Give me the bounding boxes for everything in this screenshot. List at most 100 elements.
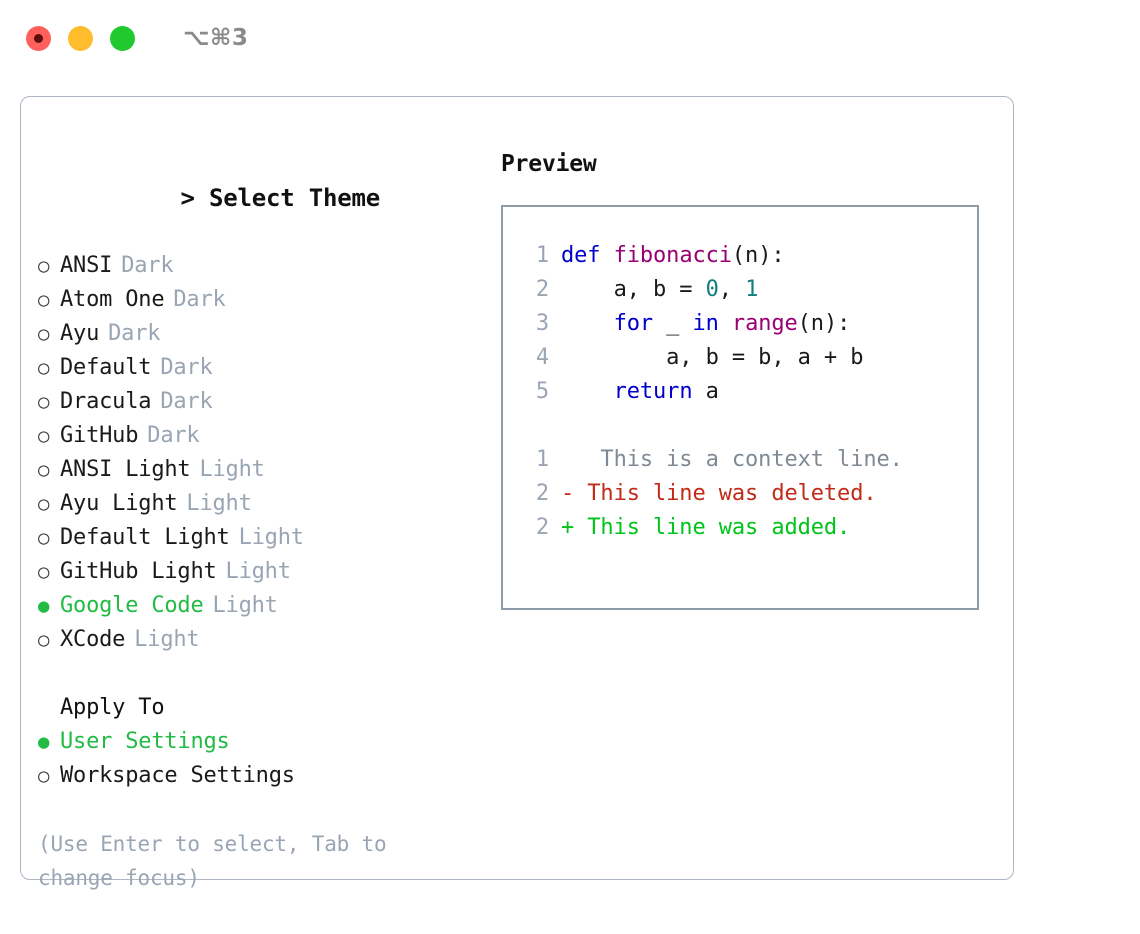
radio-unselected-icon: ○ [38, 765, 50, 787]
theme-option-label: GitHub [60, 423, 139, 448]
code-line: 4 a, b = b, a + b [515, 341, 977, 375]
theme-option-label: Default Light [60, 525, 230, 550]
radio-unselected-icon: ○ [38, 527, 50, 549]
radio-selected-icon: ● [38, 731, 50, 753]
theme-variant-badge: Dark [147, 423, 200, 448]
apply-to-list: ● User Settings ○ Workspace Settings [38, 725, 478, 793]
apply-option-user-settings[interactable]: ● User Settings [38, 725, 478, 759]
code-line-content: for _ in range(n): [561, 307, 851, 341]
theme-option-label: Dracula [60, 389, 152, 414]
radio-unselected-icon: ○ [38, 493, 50, 515]
theme-variant-badge: Light [134, 627, 200, 652]
theme-variant-badge: Light [186, 491, 252, 516]
theme-variant-badge: Light [238, 525, 304, 550]
diff-line-content-add: + This line was added. [561, 515, 851, 540]
theme-option-ayu-light[interactable]: ○ Ayu Light Light [38, 487, 478, 521]
theme-variant-badge: Dark [160, 389, 213, 414]
code-token-pl [600, 243, 613, 268]
code-line: 2 a, b = 0, 1 [515, 273, 977, 307]
radio-unselected-icon: ○ [38, 289, 50, 311]
code-token-kw: def [561, 243, 601, 268]
keyboard-hint-text: (Use Enter to select, Tab to change focu… [38, 832, 387, 890]
window-controls [26, 25, 135, 51]
radio-unselected-icon: ○ [38, 629, 50, 651]
radio-unselected-icon: ○ [38, 357, 50, 379]
diff-sample: 1 This is a context line. 2 - This line wa… [515, 443, 977, 545]
select-theme-heading: > Select Theme [38, 147, 478, 249]
close-button-icon[interactable] [26, 25, 51, 51]
code-line-content: def fibonacci(n): [561, 239, 785, 273]
diff-line-number: 2 [535, 481, 549, 506]
theme-option-github[interactable]: ○ GitHub Dark [38, 419, 478, 453]
code-token-pl: , [718, 277, 746, 302]
diff-line-number: 2 [535, 515, 549, 540]
code-token-pl: a, b = [561, 277, 706, 302]
theme-option-ansi[interactable]: ○ ANSI Dark [38, 249, 478, 283]
code-line-content: a, b = b, a + b [561, 341, 863, 375]
radio-unselected-icon: ○ [38, 323, 50, 345]
theme-variant-badge: Light [225, 559, 291, 584]
diff-line: 1 This is a context line. [515, 443, 977, 477]
keyboard-shortcut-label: ⌥⌘3 [183, 25, 249, 51]
apply-option-label: Workspace Settings [60, 763, 295, 788]
code-line-number: 4 [535, 345, 549, 370]
code-token-fn: range [731, 311, 798, 336]
theme-variant-badge: Dark [108, 321, 161, 346]
code-line-number: 2 [535, 277, 549, 302]
minimize-button-icon[interactable] [68, 25, 93, 51]
code-line-content: return a [561, 375, 719, 409]
diff-line-content-del: - This line was deleted. [561, 481, 877, 506]
window-titlebar: ⌥⌘3 [0, 0, 1140, 76]
radio-unselected-icon: ○ [38, 391, 50, 413]
code-token-kw: return [613, 379, 693, 404]
radio-unselected-icon: ○ [38, 425, 50, 447]
theme-option-label: Atom One [60, 287, 165, 312]
apply-to-heading: Apply To [60, 695, 165, 720]
apply-option-label: User Settings [60, 729, 230, 754]
theme-option-xcode[interactable]: ○ XCode Light [38, 623, 478, 657]
theme-variant-badge: Light [199, 457, 265, 482]
diff-line-content-ctx: This is a context line. [561, 447, 903, 472]
prompt-caret-icon: > [180, 184, 195, 212]
maximize-button-icon[interactable] [110, 25, 135, 51]
code-line-number: 1 [535, 243, 549, 268]
theme-option-label: Ayu [60, 321, 100, 346]
code-token-kw: for [613, 311, 654, 336]
diff-line: 2 + This line was added. [515, 511, 977, 545]
code-token-pl: _ [653, 311, 693, 336]
theme-variant-badge: Dark [160, 355, 213, 380]
theme-option-label: XCode [60, 627, 126, 652]
code-line-number: 5 [535, 379, 549, 404]
code-token-pl: (n): [731, 243, 785, 268]
code-token-num: 1 [745, 277, 759, 302]
theme-option-label: ANSI [60, 253, 113, 278]
apply-option-workspace-settings[interactable]: ○ Workspace Settings [38, 759, 478, 793]
theme-option-default-light[interactable]: ○ Default Light Light [38, 521, 478, 555]
code-line-number: 3 [535, 311, 549, 336]
code-token-kw: in [692, 311, 719, 336]
theme-option-label: GitHub Light [60, 559, 217, 584]
theme-variant-badge: Light [212, 593, 278, 618]
diff-line-number: 1 [535, 447, 549, 472]
code-line-content: a, b = 0, 1 [561, 273, 759, 307]
theme-option-ayu[interactable]: ○ Ayu Dark [38, 317, 478, 351]
radio-unselected-icon: ○ [38, 255, 50, 277]
theme-variant-badge: Dark [121, 253, 174, 278]
code-token-pl [561, 311, 614, 336]
code-token-pl: a [692, 379, 719, 404]
select-theme-heading-label: Select Theme [209, 184, 380, 212]
theme-option-label: Ayu Light [60, 491, 178, 516]
theme-option-label: ANSI Light [60, 457, 191, 482]
theme-option-dracula[interactable]: ○ Dracula Dark [38, 385, 478, 419]
code-token-num: 0 [705, 277, 719, 302]
